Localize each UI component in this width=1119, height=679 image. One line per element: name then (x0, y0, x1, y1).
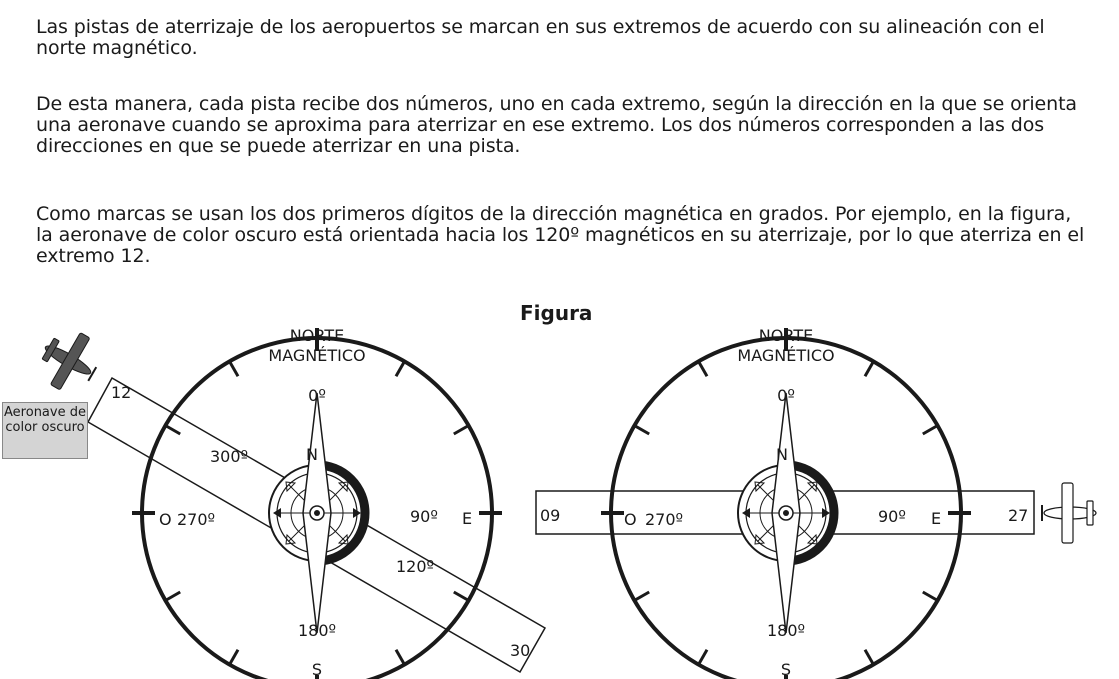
left-north-label-1: NORTE (290, 326, 344, 345)
left-card-s: S (312, 660, 322, 679)
right-deg-0: 0º (777, 386, 795, 405)
left-deg-120: 120º (396, 557, 434, 576)
right-card-s: S (781, 660, 791, 679)
dark-airplane-callout: Aeronave de color oscuro (2, 402, 88, 459)
paragraph-2: De esta manera, cada pista recibe dos nú… (36, 93, 1077, 157)
left-deg-270: 270º (177, 510, 215, 529)
left-card-e: E (462, 509, 472, 528)
left-deg-90: 90º (410, 507, 438, 526)
left-north-label-2: MAGNÉTICO (268, 346, 365, 365)
right-card-n: N (776, 445, 788, 464)
dark-airplane-icon (41, 332, 98, 390)
right-north-label-1: NORTE (759, 326, 813, 345)
right-runway-end-09: 09 (540, 506, 560, 525)
right-compass: NORTE MAGNÉTICO 0º N O 270º 90º E 180º S… (535, 326, 1097, 679)
left-runway-end-30: 30 (510, 641, 530, 660)
right-card-e: E (931, 509, 941, 528)
left-runway-end-12: 12 (111, 383, 131, 402)
right-north-label-2: MAGNÉTICO (737, 346, 834, 365)
paragraph-3: Como marcas se usan los dos primeros díg… (36, 203, 1085, 267)
right-card-o: O (624, 510, 637, 529)
left-deg-300: 300º (210, 447, 248, 466)
right-deg-180: 180º (767, 621, 805, 640)
left-deg-0: 0º (308, 386, 326, 405)
right-deg-270: 270º (645, 510, 683, 529)
right-runway-end-27: 27 (1008, 506, 1028, 525)
left-deg-180: 180º (298, 621, 336, 640)
left-card-n: N (306, 445, 318, 464)
right-deg-90: 90º (878, 507, 906, 526)
figure-title: Figura (520, 301, 593, 325)
left-card-o: O (159, 510, 172, 529)
light-airplane-icon (1041, 482, 1097, 544)
paragraph-1: Las pistas de aterrizaje de los aeropuer… (36, 16, 1045, 59)
left-compass: NORTE MAGNÉTICO 0º N 300º O 270º 90º E 1… (41, 326, 547, 679)
